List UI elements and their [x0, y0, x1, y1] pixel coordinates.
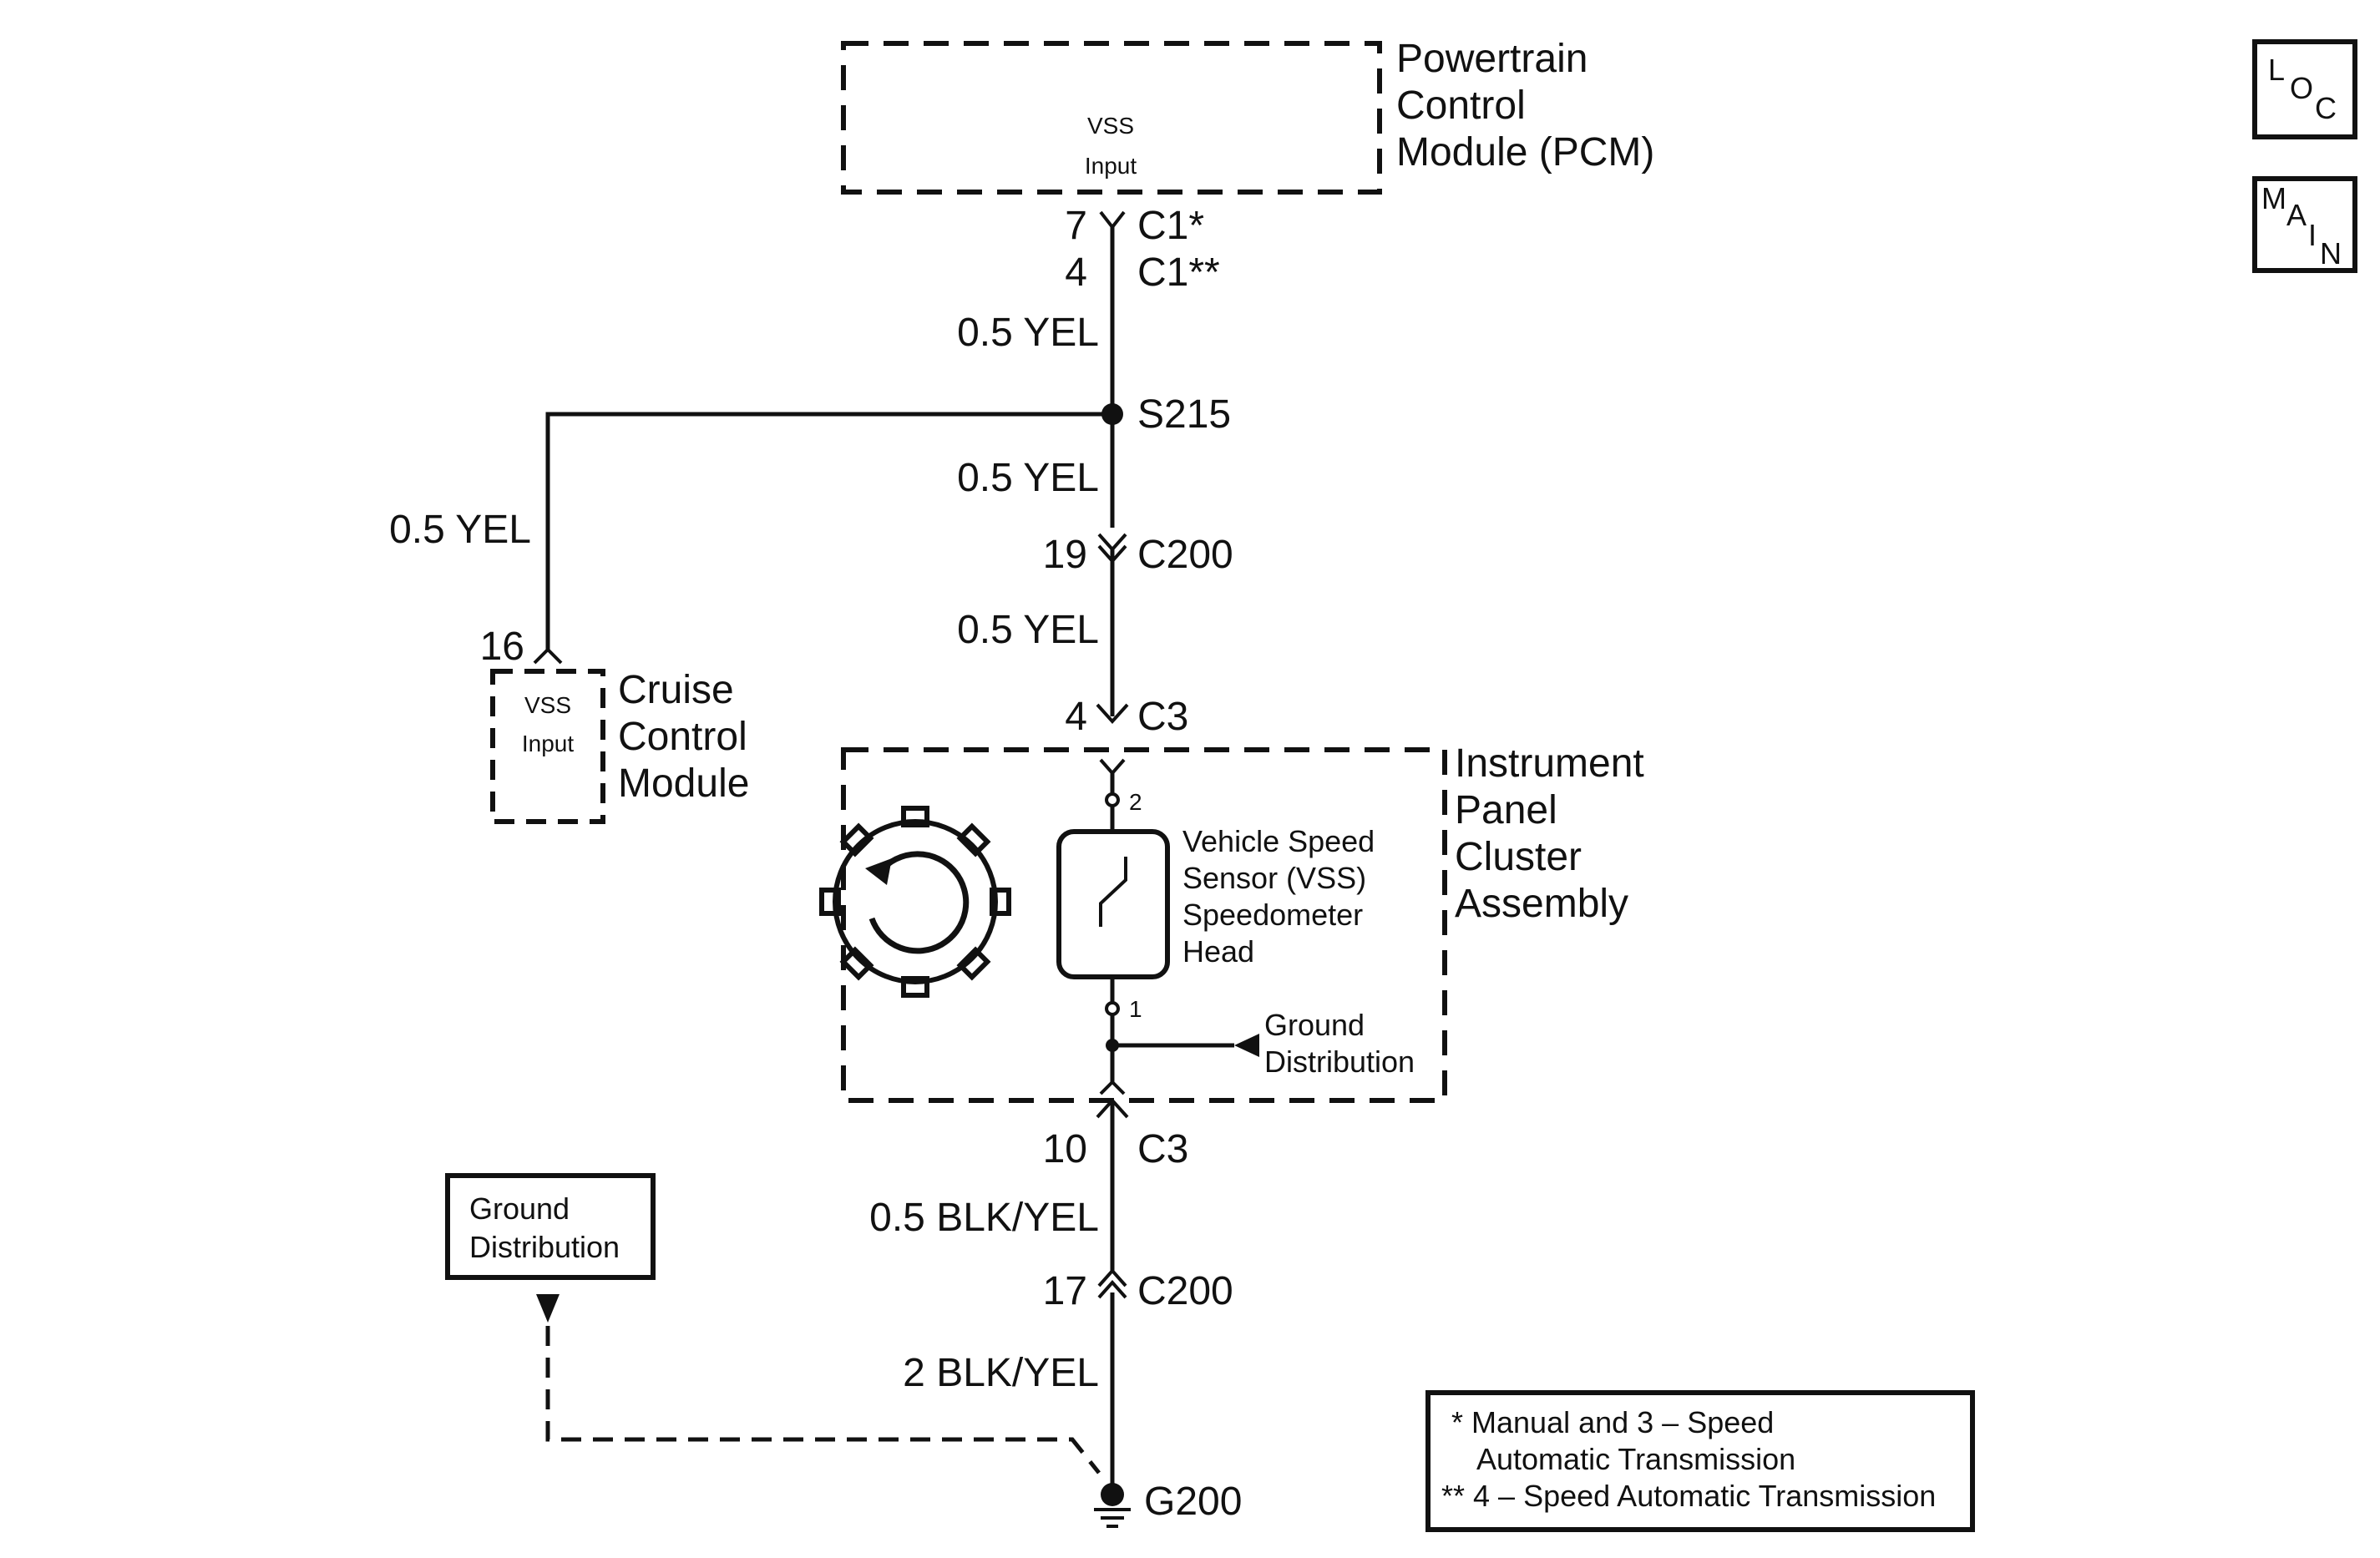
svg-text:M: M — [2261, 181, 2286, 215]
ipc-title-line2: Panel — [1455, 788, 1557, 832]
cruise-title-line1: Cruise — [618, 668, 734, 712]
wire-label-2: 0.5 YEL — [957, 456, 1099, 500]
ipc-ground-line1: Ground — [1264, 1008, 1365, 1042]
c200-bottom-conn: C200 — [1137, 1269, 1233, 1313]
s215-splice-dot — [1101, 403, 1123, 425]
pcm-connector-symbol — [1099, 210, 1126, 230]
sensor-pin-2-terminal — [1105, 792, 1120, 807]
sensor-pin-1-terminal — [1105, 1001, 1120, 1016]
svg-text:O: O — [2290, 71, 2313, 105]
svg-text:C: C — [2315, 91, 2337, 125]
cruise-box — [490, 669, 605, 824]
svg-text:L: L — [2268, 53, 2285, 87]
speedometer-gear-icon — [819, 806, 1011, 998]
splice-label: S215 — [1137, 392, 1231, 437]
vss-sensor-box — [1056, 829, 1170, 979]
wire-label-ground2: 2 BLK/YEL — [903, 1351, 1099, 1395]
pcm-conn-a: C1* — [1137, 204, 1204, 248]
pcm-input-line1: VSS — [1087, 113, 1134, 139]
c3-bottom-arrow — [1096, 1098, 1129, 1119]
ground-box-line1: Ground — [469, 1191, 570, 1226]
sensor-label-line4: Head — [1182, 934, 1254, 969]
pcm-title-line1: Powertrain — [1396, 37, 1588, 81]
c200-top-conn: C200 — [1137, 533, 1233, 577]
sensor-label-line2: Sensor (VSS) — [1182, 861, 1366, 895]
ipc-junction-dot — [1106, 1039, 1119, 1052]
ground-distribution-box-arrow — [536, 1294, 560, 1323]
cruise-input-line1: VSS — [524, 692, 571, 718]
ipc-title-line4: Assembly — [1455, 882, 1628, 926]
cruise-connector-symbol — [533, 647, 563, 665]
cruise-title-line3: Module — [618, 761, 749, 806]
cruise-branch-wire — [545, 412, 1112, 650]
ipc-title-line1: Instrument — [1455, 741, 1644, 786]
legend-line3: ** 4 – Speed Automatic Transmission — [1441, 1479, 1936, 1513]
loc-button[interactable]: L O C — [2252, 39, 2357, 139]
c200-top-pin: 19 — [1043, 533, 1087, 577]
sensor-pin-1: 1 — [1129, 996, 1142, 1022]
main-button[interactable]: M A I N — [2252, 176, 2357, 273]
legend-line2: Automatic Transmission — [1476, 1442, 1795, 1476]
legend-box — [1425, 1390, 1975, 1532]
svg-text:A: A — [2286, 198, 2307, 232]
wire-label-ground1: 0.5 BLK/YEL — [869, 1196, 1099, 1240]
pcm-conn-b: C1** — [1137, 250, 1220, 295]
c3-bottom-pin: 10 — [1043, 1127, 1087, 1171]
ground-distribution-arrow — [1234, 1034, 1259, 1057]
sensor-label-line1: Vehicle Speed — [1182, 824, 1375, 858]
cruise-title-line2: Control — [618, 715, 747, 759]
wire-label-cruise: 0.5 YEL — [389, 508, 531, 552]
cruise-pin: 16 — [480, 625, 524, 669]
ipc-entry-connector — [1099, 758, 1126, 776]
g200-ground-dot — [1101, 1483, 1124, 1506]
pcm-title-line2: Control — [1396, 83, 1526, 128]
wire-label-1: 0.5 YEL — [957, 311, 1099, 355]
cruise-input-line2: Input — [522, 731, 574, 756]
ground-distribution-link — [545, 1326, 1101, 1475]
ground-distribution-box — [445, 1173, 656, 1280]
ipc-box — [841, 747, 1447, 1103]
wire-label-3: 0.5 YEL — [957, 608, 1099, 652]
c3-top-pin: 4 — [1065, 695, 1087, 739]
sensor-pin-2: 2 — [1129, 789, 1142, 815]
ipc-ground-line2: Distribution — [1264, 1045, 1415, 1079]
c200-bottom-connector-2 — [1097, 1279, 1127, 1299]
vss-switch-symbol — [1099, 857, 1127, 927]
c3-bottom-conn: C3 — [1137, 1127, 1188, 1171]
pcm-pin-a: 7 — [1065, 204, 1087, 248]
c3-top-conn: C3 — [1137, 695, 1188, 739]
ipc-title-line3: Cluster — [1455, 835, 1582, 879]
pcm-input-line2: Input — [1085, 153, 1137, 179]
ground-label: G200 — [1144, 1480, 1242, 1524]
legend-line1: * Manual and 3 – Speed — [1451, 1405, 1774, 1439]
pcm-pin-b: 4 — [1065, 250, 1087, 295]
c200-top-connector-1 — [1097, 533, 1127, 553]
pcm-title-line3: Module (PCM) — [1396, 130, 1654, 175]
c200-bottom-pin: 17 — [1043, 1269, 1087, 1313]
c200-bottom-connector-1 — [1097, 1267, 1127, 1287]
ipc-exit-connector — [1099, 1080, 1126, 1095]
svg-text:N: N — [2320, 236, 2342, 271]
ground-symbol — [1094, 1508, 1131, 1528]
ground-box-line2: Distribution — [469, 1230, 620, 1264]
c3-top-arrow — [1096, 703, 1129, 724]
sensor-label-line3: Speedometer — [1182, 898, 1363, 932]
pcm-box — [841, 41, 1382, 195]
svg-text:I: I — [2308, 218, 2317, 252]
c200-top-connector-2 — [1097, 544, 1127, 564]
